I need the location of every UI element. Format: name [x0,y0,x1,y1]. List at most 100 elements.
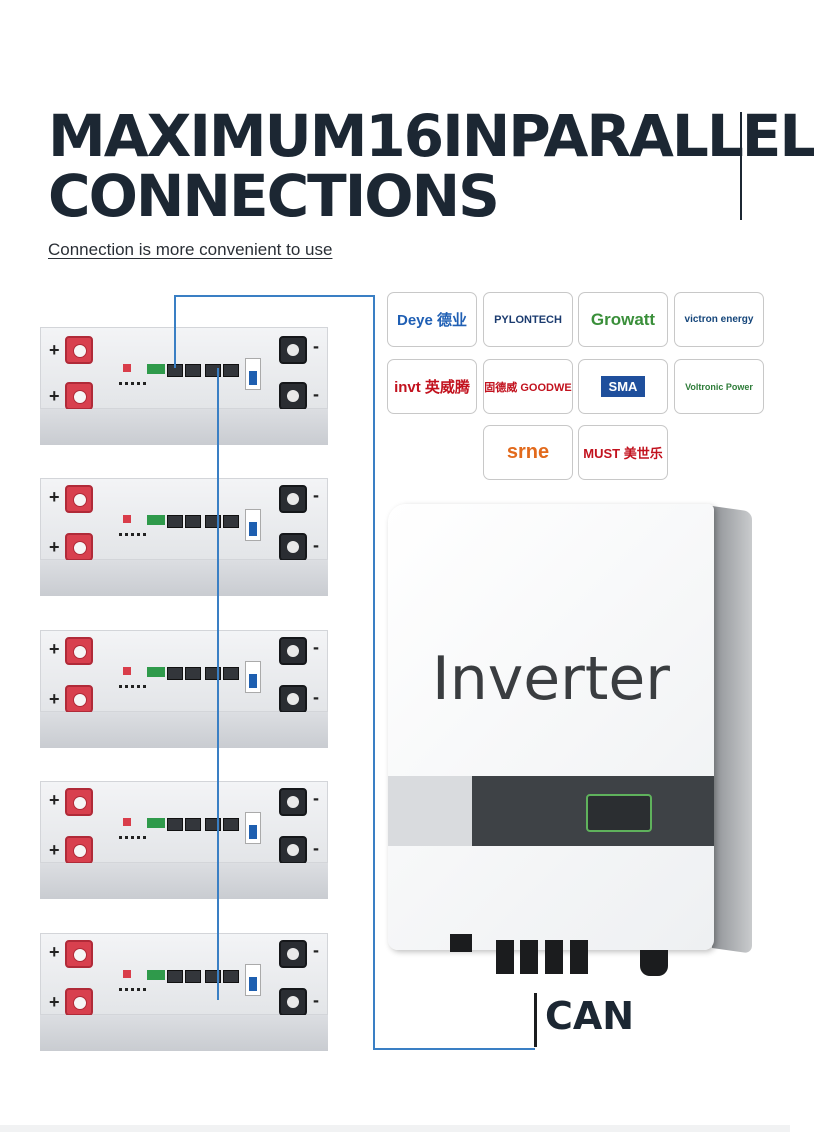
dry-contact-terminal-icon [147,364,165,374]
brand-logo-sma: SMA [578,359,668,414]
battery-module-3: + + - - [40,630,328,748]
dc-switch-icon [450,934,472,952]
battery-base [40,1015,328,1051]
rs485-port-icon [185,818,201,831]
dry-contact-terminal-icon [147,818,165,828]
inverter-side-panel [712,506,752,954]
brand-logo-pylontech: PYLONTECH [483,292,573,347]
positive-terminal-icon [65,940,93,968]
pv-connector-icon [570,940,588,974]
brand-logo-growatt: Growatt [578,292,668,347]
positive-terminal-icon [65,685,93,713]
soc-led-icon [119,988,149,991]
brand-logo-srne: srne [483,425,573,480]
victron-logo: victron energy [684,314,754,325]
inverter-label: Inverter [432,644,670,714]
battery-module-5: + + - - [40,933,328,1051]
plus-sign: + [49,386,60,406]
title-line-2: CONNECTIONS [48,162,500,230]
title-line-1: MAXIMUM16INPARALLEL [48,102,814,170]
negative-terminal-icon [279,533,307,561]
rs485-port-icon [185,364,201,377]
can-port-icon [167,818,183,831]
positive-terminal-icon [65,485,93,513]
breaker-icon [245,661,261,693]
voltronic-logo: Voltronic Power [685,381,753,392]
can-label-bar [534,993,537,1047]
battery-module-2: + + - - [40,478,328,596]
brand-logo-goodwe: 固德威 GOODWE [483,359,573,414]
dry-contact-terminal-icon [147,515,165,525]
inverter-band-highlight [388,776,472,846]
pv-connector-icon [496,940,514,974]
minus-sign: - [313,535,319,555]
srne-logo: srne [506,441,550,463]
plus-sign: + [49,340,60,360]
battery-front-panel: + + - - [40,933,328,1016]
minus-sign: - [313,637,319,657]
breaker-icon [245,358,261,390]
battery-module-4: + + - - [40,781,328,899]
brand-logo-must: MUST 美世乐 [578,425,668,480]
negative-terminal-icon [279,685,307,713]
rs485-port-icon [223,364,239,377]
goodwe-logo: 固德威 GOODWE [484,381,572,394]
positive-terminal-icon [65,836,93,864]
negative-terminal-icon [279,336,307,364]
inverter-display-icon [586,794,652,832]
soc-led-icon [119,382,149,385]
power-switch-icon [123,818,131,826]
can-label: CAN [545,994,635,1038]
power-switch-icon [123,667,131,675]
positive-terminal-icon [65,533,93,561]
rs485-port-icon [223,667,239,680]
rs485-port-icon [223,515,239,528]
battery-front-panel: + + - - [40,478,328,561]
battery-front-panel: + + - - [40,327,328,410]
minus-sign: - [313,687,319,707]
breaker-icon [245,509,261,541]
cable-gland-icon [640,950,668,976]
plus-sign: + [49,992,60,1012]
brand-logo-voltronic: Voltronic Power [674,359,764,414]
soc-led-icon [119,685,149,688]
positive-terminal-icon [65,336,93,364]
minus-sign: - [313,940,319,960]
negative-terminal-icon [279,637,307,665]
battery-base [40,712,328,748]
battery-front-panel: + + - - [40,630,328,713]
plus-sign: + [49,840,60,860]
subtitle: Connection is more convenient to use [48,240,333,259]
rs485-port-icon [185,970,201,983]
can-port-icon [167,515,183,528]
soc-led-icon [119,836,149,839]
rs485-port-icon [185,667,201,680]
dry-contact-terminal-icon [147,667,165,677]
brand-logo-victron: victron energy [674,292,764,347]
power-switch-icon [123,364,131,372]
plus-sign: + [49,639,60,659]
pv-connector-icon [520,940,538,974]
deye-logo: Deye 德业 [396,312,468,329]
plus-sign: + [49,487,60,507]
dry-contact-terminal-icon [147,970,165,980]
soc-led-icon [119,533,149,536]
inverter-unit: Inverter [388,504,714,950]
plus-sign: + [49,942,60,962]
minus-sign: - [313,485,319,505]
minus-sign: - [313,838,319,858]
page-title: MAXIMUM16INPARALLEL CONNECTIONS [48,106,814,226]
brand-logo-deye: Deye 德业 [387,292,477,347]
pv-connector-icon [545,940,563,974]
rs485-port-icon [185,515,201,528]
positive-terminal-icon [65,988,93,1016]
minus-sign: - [313,336,319,356]
rs485-port-icon [223,818,239,831]
positive-terminal-icon [65,637,93,665]
plus-sign: + [49,689,60,709]
footer-strip [0,1125,790,1132]
positive-terminal-icon [65,788,93,816]
breaker-icon [245,964,261,996]
can-bus-wire [174,295,535,1050]
can-port-icon [167,970,183,983]
